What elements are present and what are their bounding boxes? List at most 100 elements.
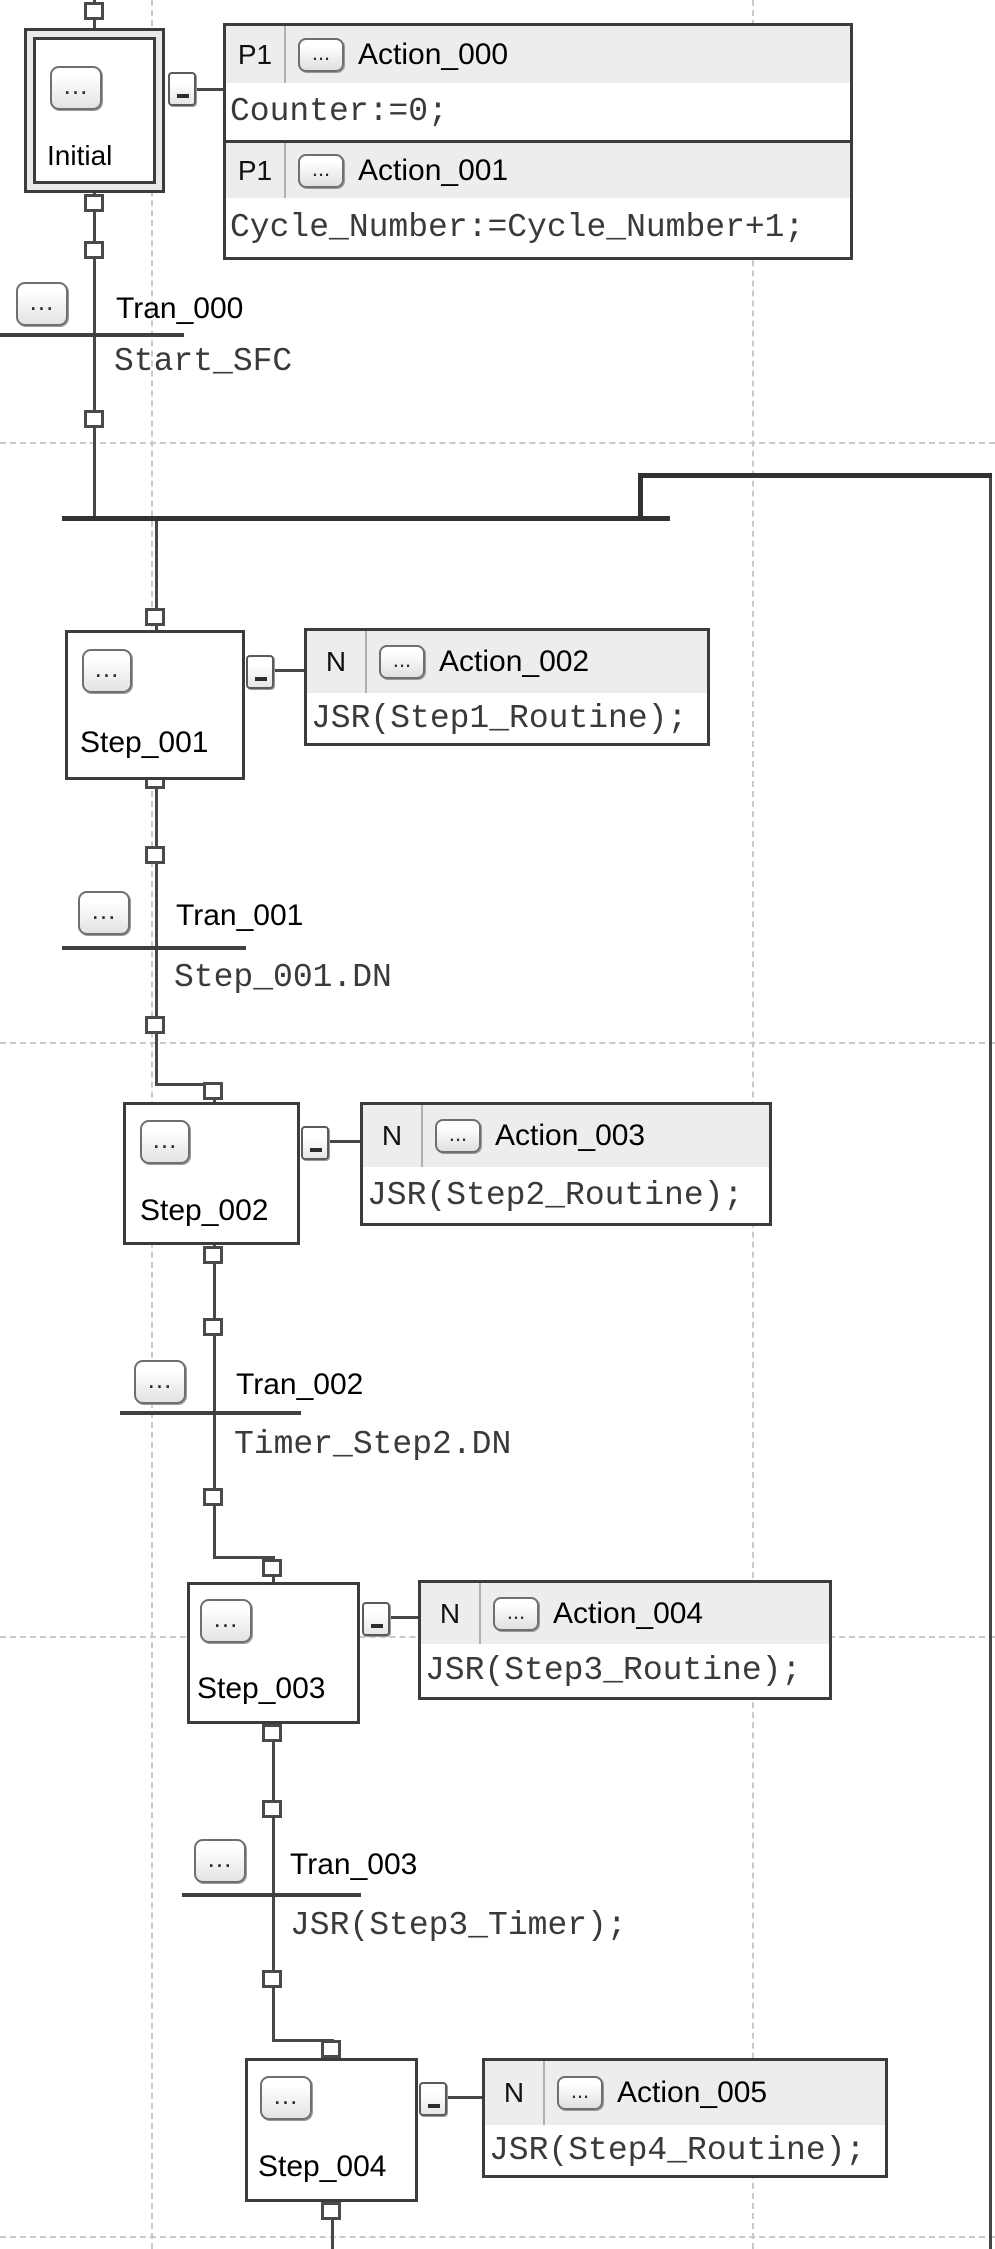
action-qualifier: N (421, 1583, 481, 1644)
branch-line[interactable] (62, 516, 670, 521)
connector-pin (262, 1970, 282, 1988)
tran-000-properties-button[interactable]: ... (16, 282, 68, 326)
action-003-header[interactable]: N ... Action_003 (363, 1105, 769, 1167)
tran-003-bar[interactable] (182, 1893, 361, 1897)
tran-001-condition: Step_001.DN (174, 959, 392, 996)
wire (273, 669, 306, 672)
wire (213, 1556, 275, 1559)
step-002-label: Step_002 (140, 1194, 269, 1227)
action-005-box: N ... Action_005 JSR(Step4_Routine); (482, 2058, 888, 2178)
tran-002-label: Tran_002 (236, 1368, 364, 1401)
action-000-body[interactable]: Counter:=0; (226, 83, 850, 140)
connector-pin (203, 1082, 223, 1100)
action-002-properties-button[interactable]: ... (379, 645, 425, 679)
initial-step-inner (33, 37, 156, 184)
action-004-st-code: JSR(Step3_Routine); (425, 1652, 802, 1689)
connector-pin (321, 2040, 341, 2058)
action-005-name: Action_005 (617, 2076, 768, 2109)
collapse-step-002-actions-button[interactable] (301, 1126, 329, 1160)
action-002-st-code: JSR(Step1_Routine); (311, 699, 688, 737)
page-break-hline (0, 2236, 995, 2238)
step-002-properties-button[interactable]: ... (140, 1120, 190, 1164)
wire (192, 88, 225, 91)
tran-003-properties-button[interactable]: ... (194, 1839, 246, 1883)
action-004-name: Action_004 (553, 1596, 704, 1630)
action-000-properties-button[interactable]: ... (298, 37, 344, 72)
action-qualifier: N (307, 631, 367, 693)
initial-step-label: Initial (47, 140, 113, 171)
tran-003-label: Tran_003 (290, 1848, 418, 1881)
page-break-hline (0, 442, 995, 444)
wire (331, 2200, 334, 2249)
connector-pin (262, 1559, 282, 1577)
connector-pin (262, 1800, 282, 1818)
tran-001-bar[interactable] (62, 946, 246, 950)
action-000-header[interactable]: P1 ... Action_000 (226, 26, 850, 83)
connector-pin (84, 194, 104, 212)
action-002-name: Action_002 (439, 645, 590, 678)
step-001-box[interactable] (65, 630, 245, 780)
action-004-body[interactable]: JSR(Step3_Routine); (421, 1644, 829, 1697)
connector-pin (145, 846, 165, 864)
action-003-st-code: JSR(Step2_Routine); (367, 1176, 744, 1214)
action-qualifier: P1 (226, 26, 286, 83)
step-003-label: Step_003 (197, 1672, 326, 1705)
action-002-box: N ... Action_002 JSR(Step1_Routine); (304, 628, 710, 746)
collapse-step-004-actions-button[interactable] (419, 2082, 447, 2116)
action-003-box: N ... Action_003 JSR(Step2_Routine); (360, 1102, 772, 1226)
tran-000-label: Tran_000 (116, 292, 244, 325)
wire (155, 779, 158, 949)
action-001-properties-button[interactable]: ... (298, 153, 344, 188)
collapse-step-001-actions-button[interactable] (246, 655, 274, 689)
action-005-properties-button[interactable]: ... (557, 2076, 603, 2110)
action-002-body[interactable]: JSR(Step1_Routine); (307, 693, 707, 743)
action-005-header[interactable]: N ... Action_005 (485, 2061, 885, 2125)
action-002-header[interactable]: N ... Action_002 (307, 631, 707, 693)
tran-001-label: Tran_001 (176, 899, 304, 932)
action-004-header[interactable]: N ... Action_004 (421, 1583, 829, 1644)
action-003-name: Action_003 (495, 1119, 646, 1152)
action-001-header[interactable]: P1 ... Action_001 (226, 140, 850, 198)
tran-001-properties-button[interactable]: ... (78, 891, 130, 935)
tran-000-condition: Start_SFC (114, 343, 293, 380)
tran-003-condition: JSR(Step3_Timer); (290, 1907, 627, 1944)
wire (155, 1083, 217, 1086)
wire (272, 1896, 275, 2042)
tran-002-condition: Timer_Step2.DN (234, 1426, 512, 1463)
connector-pin (203, 1488, 223, 1506)
initial-step-box[interactable] (24, 28, 165, 193)
step-003-box[interactable] (187, 1582, 360, 1724)
connector-pin (84, 241, 104, 259)
collapse-step-003-actions-button[interactable] (362, 1602, 390, 1636)
action-005-st-code: JSR(Step4_Routine); (489, 2131, 866, 2169)
branch-line[interactable] (638, 473, 992, 478)
connector-pin (84, 410, 104, 428)
loopback-wire (989, 473, 992, 2249)
step-004-label: Step_004 (258, 2150, 387, 2183)
action-004-box: N ... Action_004 JSR(Step3_Routine); (418, 1580, 832, 1700)
collapse-initial-actions-button[interactable] (168, 72, 196, 106)
action-003-body[interactable]: JSR(Step2_Routine); (363, 1167, 769, 1223)
initial-properties-button[interactable]: ... (50, 66, 102, 110)
action-004-properties-button[interactable]: ... (493, 1596, 539, 1631)
connector-pin (321, 2202, 341, 2220)
step-003-properties-button[interactable]: ... (200, 1599, 252, 1643)
connector-pin (84, 2, 104, 20)
action-005-body[interactable]: JSR(Step4_Routine); (485, 2125, 885, 2175)
connector-pin (203, 1318, 223, 1336)
connector-pin (203, 1246, 223, 1264)
wire (213, 1414, 216, 1559)
step-001-properties-button[interactable]: ... (82, 649, 132, 693)
action-qualifier: N (363, 1105, 423, 1167)
tran-000-bar[interactable] (0, 333, 184, 337)
connector-pin (145, 608, 165, 626)
tran-002-properties-button[interactable]: ... (134, 1360, 186, 1404)
action-group-box: P1 ... Action_000 Counter:=0; P1 ... Act… (223, 23, 853, 260)
action-qualifier: P1 (226, 143, 286, 198)
action-qualifier: N (485, 2061, 545, 2125)
tran-002-bar[interactable] (120, 1411, 301, 1415)
step-004-properties-button[interactable]: ... (260, 2076, 312, 2120)
action-003-properties-button[interactable]: ... (435, 1119, 481, 1153)
wire (272, 2039, 334, 2042)
action-001-body[interactable]: Cycle_Number:=Cycle_Number+1; (226, 198, 850, 257)
